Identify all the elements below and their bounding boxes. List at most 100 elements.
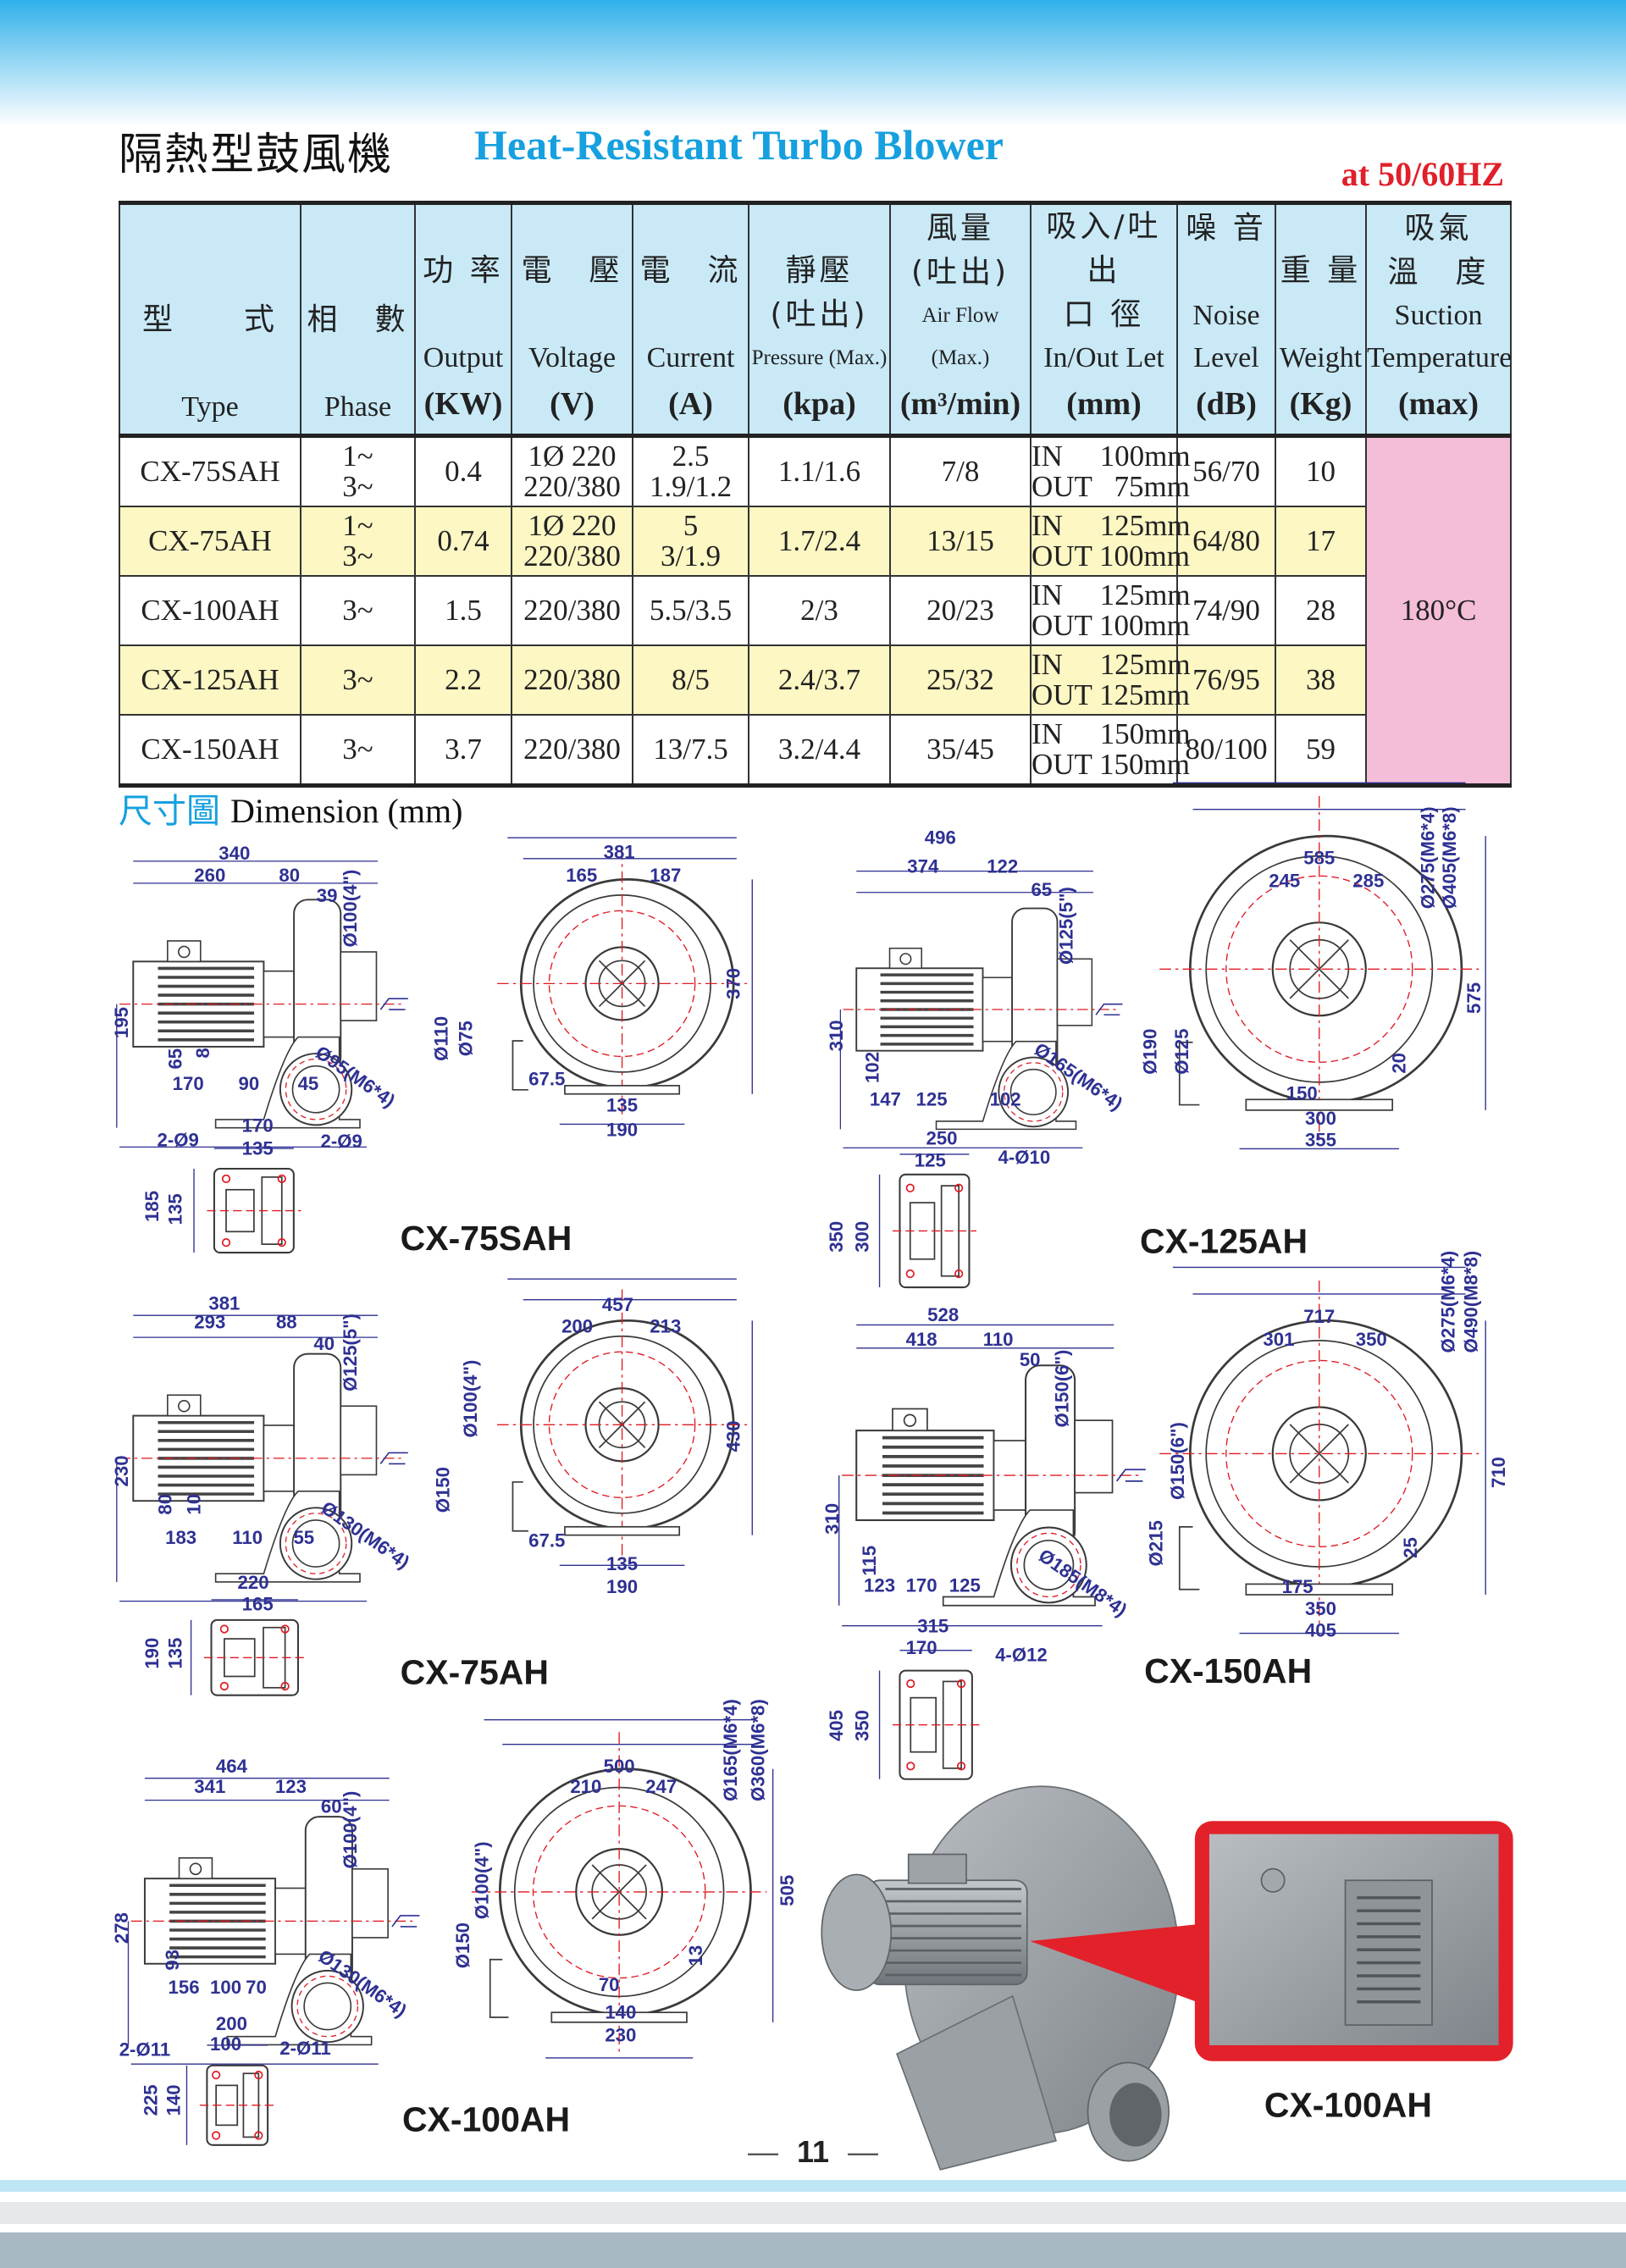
current-line: 8/5 xyxy=(672,663,710,696)
dimension-label: 300 xyxy=(1305,1108,1336,1129)
dimension-label: Ø100(4") xyxy=(340,1791,361,1869)
terminal-gland xyxy=(178,945,191,959)
dimension-label: 310 xyxy=(826,1020,847,1051)
dimension-label: 135 xyxy=(242,1138,274,1159)
airflow-arrow-icon xyxy=(379,1452,408,1465)
column-header-zh: 重 量 xyxy=(1280,253,1362,288)
callout-pointer xyxy=(1030,1923,1204,2004)
footer-band-blue xyxy=(0,2180,1626,2192)
cell-pressure: 1.7/2.4 xyxy=(748,506,891,577)
cell-current: 13/7.5 xyxy=(632,714,749,787)
inout-line: IN 150mm xyxy=(1031,717,1191,750)
cell-weight: 17 xyxy=(1275,506,1367,577)
column-header-unit: (A) xyxy=(668,386,713,422)
dimension-label: Ø150(6") xyxy=(1051,1350,1072,1428)
dimension-label: 102 xyxy=(862,1052,883,1083)
column-header-en: Phase xyxy=(324,391,392,423)
dimension-label: 70 xyxy=(599,1974,620,1995)
inout-line: OUT 150mm xyxy=(1031,748,1190,781)
dimension-label: 285 xyxy=(1352,871,1384,892)
dimension-label: 50 xyxy=(1020,1349,1041,1370)
dimension-label: 55 xyxy=(293,1527,314,1548)
dimension-heading-en: Dimension (mm) xyxy=(230,792,463,830)
dimension-label: Ø215 xyxy=(1145,1520,1166,1566)
base-plan-view xyxy=(185,2044,275,2146)
column-header-unit: (dB) xyxy=(1196,386,1257,422)
base-foot xyxy=(550,2011,688,2023)
dimension-label: 110 xyxy=(232,1527,263,1548)
dimension-label: 381 xyxy=(208,1292,240,1314)
voltage-line: 220/380 xyxy=(523,733,621,766)
side-view xyxy=(838,1324,1146,1627)
cell-weight: 59 xyxy=(1275,714,1367,787)
mounting-hole xyxy=(954,1183,964,1192)
dimension-label: 301 xyxy=(1263,1329,1294,1350)
dimension-label: 135 xyxy=(164,1638,185,1669)
phase-line: 1~ xyxy=(342,509,373,542)
dimension-label: 115 xyxy=(859,1546,880,1576)
mounting-hole xyxy=(221,1238,231,1247)
dimension-label: 60 xyxy=(321,1796,342,1817)
phase-line: 3~ xyxy=(342,594,373,627)
photo-caption: CX-100AH xyxy=(1264,2085,1432,2124)
voltage-line: 220/380 xyxy=(523,663,621,696)
front-view xyxy=(1159,1266,1486,1635)
column-header: 靜壓(吐出)Pressure (Max.)(kpa) xyxy=(748,202,891,438)
outlet-duct xyxy=(1178,1041,1200,1106)
front-view xyxy=(496,1278,753,1566)
bolt-circle xyxy=(1004,1062,1064,1122)
column-header-unit: (V) xyxy=(550,386,595,422)
airflow-arrow-icon xyxy=(379,998,408,1010)
cell-airflow: 25/32 xyxy=(889,644,1031,716)
dimension-label: 381 xyxy=(604,842,635,863)
column-header-unit: (m³/min) xyxy=(899,386,1021,422)
column-header: 功 率 Output(KW) xyxy=(414,202,512,438)
dimension-label: 20 xyxy=(1388,1053,1409,1074)
dimension-label: 350 xyxy=(852,1710,873,1741)
front-view xyxy=(1159,782,1486,1150)
model-label: CX-75AH xyxy=(401,1653,549,1692)
cell-output: 0.4 xyxy=(414,434,512,507)
dimension-label: 250 xyxy=(926,1128,957,1149)
cell-pressure: 2.4/3.7 xyxy=(748,644,891,716)
column-header-zh: (吐出) xyxy=(770,297,869,332)
dimension-label: Ø275(M6*4) xyxy=(1417,806,1438,909)
dimension-label: 195 xyxy=(111,1007,132,1038)
dimension-label: Ø110 xyxy=(431,1016,452,1061)
dimension-label: 65 xyxy=(164,1048,185,1070)
dimension-label: 165 xyxy=(242,1594,274,1615)
dimension-label: 293 xyxy=(194,1312,225,1333)
column-header-en: In/Out Let xyxy=(1043,342,1164,373)
inlet-duct xyxy=(340,951,378,1021)
current-line: 2.5 xyxy=(672,440,710,473)
voltage-line: 220/380 xyxy=(523,539,621,573)
phase-line: 3~ xyxy=(342,663,373,696)
dimension-label: 140 xyxy=(163,2084,185,2116)
mounting-hole xyxy=(280,1681,290,1691)
cell-voltage: 220/380 xyxy=(511,714,633,787)
dimension-label: 100 xyxy=(210,2033,241,2055)
mounting-hole xyxy=(954,1269,964,1279)
voltage-line: 1Ø 220 xyxy=(528,440,617,473)
dimension-label: 310 xyxy=(821,1503,843,1535)
dimension-label: Ø125(5") xyxy=(340,1314,361,1391)
model-label: CX-125AH xyxy=(1140,1222,1308,1261)
side-view xyxy=(116,860,408,1148)
mounting-hole xyxy=(280,1624,290,1634)
mounting-hole xyxy=(277,1174,286,1184)
inout-line: OUT 125mm xyxy=(1031,678,1190,711)
dimension-label: 717 xyxy=(1303,1306,1335,1327)
dimension-label: 370 xyxy=(723,968,744,999)
bolt-circle xyxy=(1225,1359,1413,1548)
outlet-duct xyxy=(512,1040,528,1091)
column-header-zh: 溫 度 xyxy=(1387,255,1490,290)
motor-body xyxy=(867,1879,1028,1986)
airflow-arrow-icon xyxy=(1095,1003,1123,1016)
current-line: 5 xyxy=(683,509,699,542)
outlet-bore xyxy=(1009,1068,1057,1115)
terminal-gland xyxy=(189,1862,202,1876)
